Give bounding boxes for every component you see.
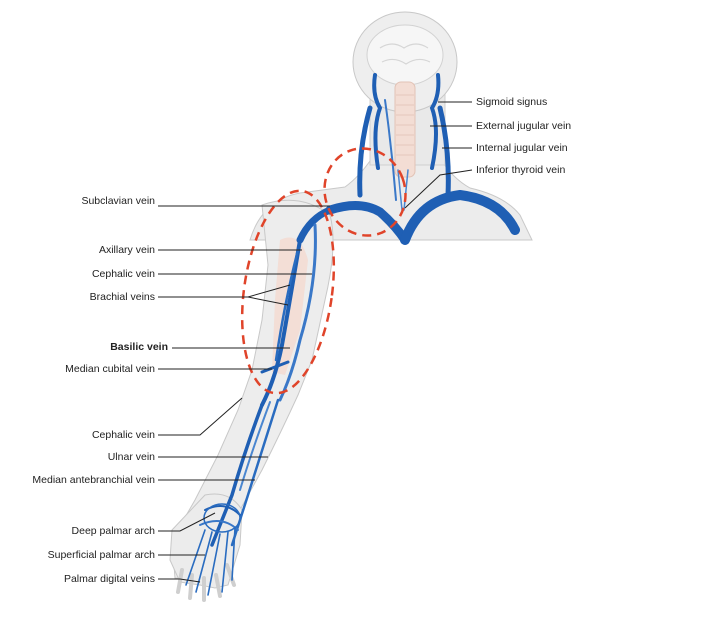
label-cephalic-vein-lower: Cephalic vein [91, 429, 155, 441]
label-axillary-vein: Axillary vein [98, 244, 155, 256]
sigmoid-sinus-vein [372, 73, 383, 170]
internal-jugular-vein-right [437, 105, 451, 198]
label-median-cubital-vein: Median cubital vein [65, 363, 155, 375]
sigmoid-sinus-vein-right [429, 73, 441, 170]
label-subclavian-vein: Subclavian vein [81, 195, 155, 207]
leader-deep-palmar [158, 512, 216, 532]
right-brachiocephalic [400, 189, 520, 245]
leader-digital [158, 578, 201, 583]
label-cephalic-vein-upper: Cephalic vein [91, 268, 155, 280]
leader-cephalic-lower [158, 397, 243, 436]
palmar-arch-ring [203, 503, 241, 533]
label-median-antebrachial-vein: Median antebranchial vein [32, 474, 155, 486]
label-sigmoid-sinus: Sigmoid signus [476, 96, 548, 108]
label-inferior-thyroid-vein: Inferior thyroid vein [476, 164, 566, 176]
leader-brachial-2 [247, 296, 289, 306]
axillary-vein [296, 206, 334, 244]
neck-highlight-circle [323, 147, 407, 237]
leader-lines [158, 101, 473, 583]
highlight-circles [240, 147, 407, 395]
digital-veins [185, 527, 236, 596]
label-deep-palmar-arch: Deep palmar arch [71, 525, 155, 537]
brachial-veins-path [274, 248, 300, 362]
brain-shape [366, 24, 444, 86]
trachea [394, 81, 416, 178]
label-palmar-digital-veins: Palmar digital veins [63, 573, 155, 585]
label-ulnar-vein: Ulnar vein [107, 451, 155, 463]
label-basilic-vein: Basilic vein [110, 341, 168, 353]
leader-inferior-thyroid [404, 169, 473, 209]
forearm-vein-1 [210, 403, 264, 547]
inferior-thyroid-veins [397, 169, 409, 211]
label-external-jugular-vein: External jugular vein [476, 120, 572, 132]
trachea-rings [396, 94, 414, 156]
upper-arm-highlight-circle [240, 189, 336, 395]
label-superficial-palmar-arch: Superficial palmar arch [47, 549, 155, 561]
label-internal-jugular-vein: Internal jugular vein [476, 142, 568, 154]
veins [185, 73, 520, 596]
forearm-vein-3 [239, 401, 271, 491]
fingers [176, 563, 236, 602]
median-cubital-path [260, 360, 290, 374]
internal-jugular-vein [357, 105, 373, 198]
left-brachiocephalic [325, 201, 410, 245]
brain-folds [379, 43, 431, 65]
label-brachial-veins: Brachial veins [89, 291, 155, 303]
cephalic-vein-path [278, 223, 317, 402]
basilic-vein-path [260, 238, 302, 407]
external-jugular-vein [384, 99, 397, 201]
